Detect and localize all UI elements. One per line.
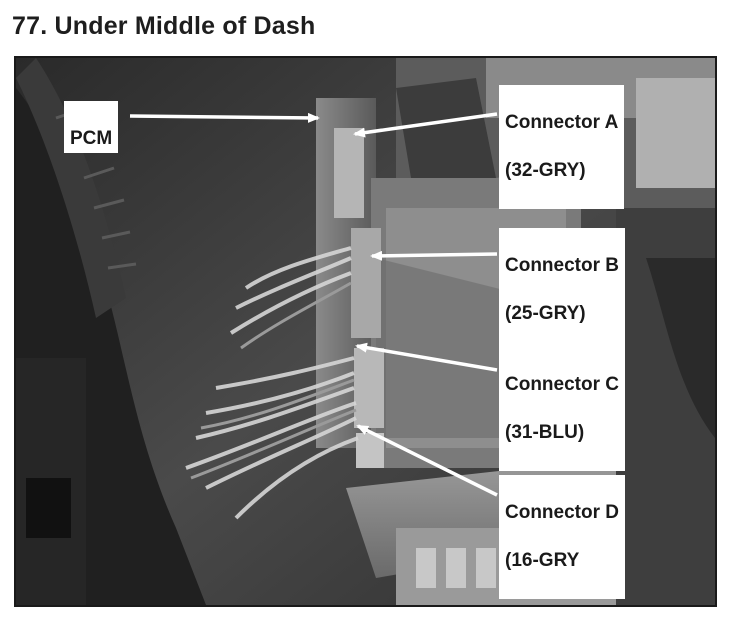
pcm-label: PCM xyxy=(64,101,119,153)
connector-d-name: Connector D xyxy=(505,502,619,523)
pcm-label-text: PCM xyxy=(70,128,113,149)
connector-c-name: Connector C xyxy=(505,374,619,395)
connector-a-label: Connector A (32-GRY) xyxy=(499,85,625,209)
connector-d-label: Connector D (16-GRY xyxy=(499,475,625,599)
connector-a-name: Connector A xyxy=(505,112,619,133)
connector-b-spec: (25-GRY) xyxy=(505,303,586,324)
connector-c-spec: (31-BLU) xyxy=(505,422,585,443)
page-title: 77. Under Middle of Dash xyxy=(12,12,316,40)
connector-b-name: Connector B xyxy=(505,255,619,276)
connector-d-spec: (16-GRY xyxy=(505,550,580,571)
connector-b-label: Connector B (25-GRY) xyxy=(499,228,625,352)
connector-c-label: Connector C (31-BLU) xyxy=(499,347,625,471)
connector-a-spec: (32-GRY) xyxy=(505,160,586,181)
